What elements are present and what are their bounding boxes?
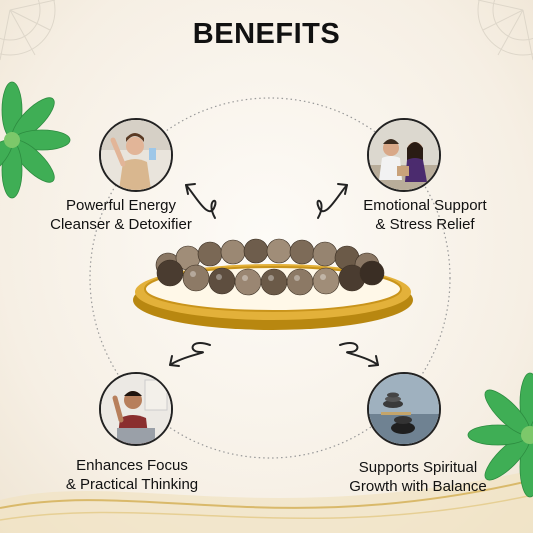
green-flower-right-icon [467,372,533,498]
benefit-label-energy: Powerful Energy Cleanser & Detoxifier [50,197,192,233]
balanced-stones-icon [367,372,441,446]
benefit-label-spiritual: Supports Spiritual Growth with Balance [349,459,487,495]
curly-arrow-icon [185,183,217,219]
people-comforting-icon [367,118,441,192]
gold-wave-decor [0,470,533,533]
benefit-label-focus: Enhances Focus & Practical Thinking [65,457,199,493]
curly-arrow-icon [339,342,379,367]
curly-arrow-icon [316,183,348,219]
green-flower-left-icon [0,81,71,199]
smoky-quartz-bracelet-icon [133,238,413,330]
curly-arrow-icon [169,342,211,367]
woman-cleansing-icon [99,118,173,192]
orbit-dotted-circle [89,97,451,459]
page-title: BENEFITS [192,18,341,50]
man-thinking-icon [99,372,173,446]
benefit-label-emotional: Emotional Support & Stress Relief [363,197,487,233]
mandala-decor-top-right [477,0,533,61]
mandala-decor-top-left [0,0,56,61]
